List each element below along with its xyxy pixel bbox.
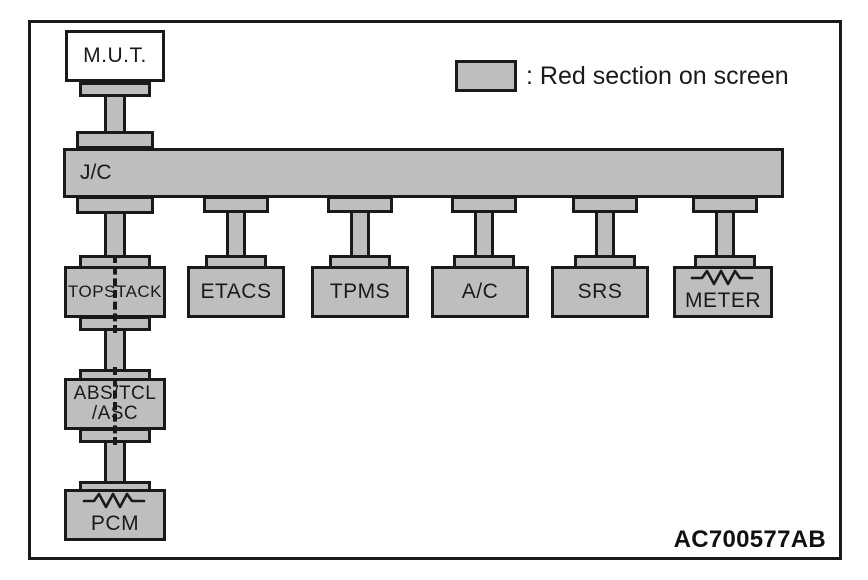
node-etacs[interactable]: ETACS xyxy=(187,266,285,318)
connector-stalk-topstack-abs xyxy=(104,329,126,371)
node-jc-bus[interactable]: J/C xyxy=(63,148,784,198)
connector-cap-jc-bottom-meter xyxy=(692,196,758,213)
legend-label: : Red section on screen xyxy=(526,61,789,90)
node-etacs-label: ETACS xyxy=(200,279,272,303)
connector-cap-jc-top xyxy=(76,131,154,149)
connector-cap-jc-bottom-srs xyxy=(572,196,638,213)
resistor-icon-pcm xyxy=(82,492,146,509)
connector-stalk-abs-pcm xyxy=(104,441,126,483)
reference-code: AC700577AB xyxy=(673,526,826,553)
connector-stalk-jc-ac xyxy=(474,211,494,257)
node-mut[interactable]: M.U.T. xyxy=(65,30,165,82)
legend-color-swatch xyxy=(455,60,517,92)
node-srs[interactable]: SRS xyxy=(551,266,649,318)
node-ac-label: A/C xyxy=(461,279,499,303)
resistor-icon-meter xyxy=(690,269,754,286)
connector-stalk-mut-jc xyxy=(104,95,126,133)
node-ac[interactable]: A/C xyxy=(431,266,529,318)
node-mut-label: M.U.T. xyxy=(83,43,147,67)
connector-stalk-jc-tpms xyxy=(350,211,370,257)
node-meter-label: METER xyxy=(685,288,761,312)
node-pcm-label: PCM xyxy=(90,511,140,535)
connector-stalk-jc-etacs xyxy=(226,211,246,257)
node-tpms-label: TPMS xyxy=(329,279,391,303)
dashed-divider-topstack xyxy=(113,255,117,333)
node-srs-label: SRS xyxy=(577,279,623,303)
legend: : Red section on screen xyxy=(455,60,789,92)
dashed-divider-abs xyxy=(113,367,117,445)
connector-cap-jc-bottom-etacs xyxy=(203,196,269,213)
node-tpms[interactable]: TPMS xyxy=(311,266,409,318)
connector-cap-jc-bottom-ac xyxy=(451,196,517,213)
connector-stalk-jc-topstack xyxy=(104,212,126,257)
connector-stalk-jc-meter xyxy=(715,211,735,257)
node-pcm[interactable]: PCM xyxy=(64,489,166,541)
connector-cap-jc-bottom-tpms xyxy=(327,196,393,213)
connector-cap-jc-bottom-topstack xyxy=(76,196,154,214)
connector-stalk-jc-srs xyxy=(595,211,615,257)
connector-cap-mut-bottom xyxy=(79,82,151,97)
node-jc-label: J/C xyxy=(80,161,112,184)
